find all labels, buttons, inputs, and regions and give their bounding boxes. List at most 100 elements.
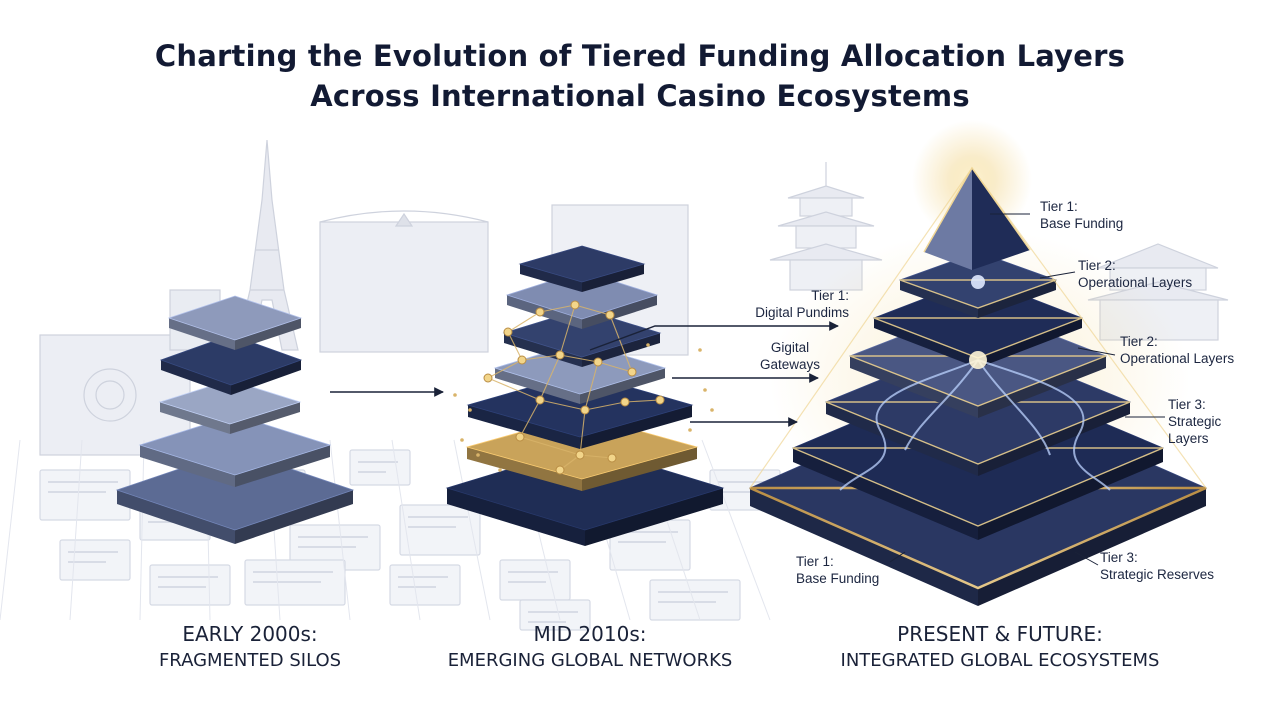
mid-gateways-line2: Gateways <box>759 357 821 372</box>
emerging-networks-stack <box>445 245 725 546</box>
network-link <box>609 314 633 373</box>
network-link <box>507 311 541 333</box>
mid-tier1-name: Digital Pundims <box>755 305 849 320</box>
energy-stream <box>977 359 1111 491</box>
grid-line <box>453 439 491 621</box>
background-dashboard-panels <box>0 439 781 631</box>
network-node <box>555 465 565 475</box>
network-spark <box>476 453 480 457</box>
dashboard-panel <box>499 559 571 601</box>
pyramid-top-name: Base Funding <box>1040 216 1124 231</box>
network-link <box>584 361 599 411</box>
network-node <box>627 367 637 377</box>
pyramid-ops-upper-label: Tier 2: Operational Layers <box>1078 257 1192 291</box>
pyramid-base-right-label: Tier 3: Strategic Reserves <box>1100 549 1214 583</box>
dashboard-panel <box>59 539 131 581</box>
dashboard-panel <box>39 469 131 521</box>
casino-hotel-icon <box>319 210 489 353</box>
network-link <box>539 399 586 411</box>
network-layer <box>493 341 667 404</box>
label-leader-lines <box>889 213 1165 566</box>
dashboard-panel <box>349 449 411 486</box>
energy-core <box>969 351 987 369</box>
grid-line <box>69 439 83 621</box>
network-node <box>515 432 525 442</box>
pyramid-base-right-name: Strategic Reserves <box>1100 567 1215 582</box>
mid-gateways-line1: Gigital <box>770 340 810 355</box>
fragmented-silos-stack <box>115 295 355 544</box>
pyramid-strategic-line2: Layers <box>1168 431 1209 446</box>
grid-line <box>139 439 145 621</box>
network-spark <box>703 388 707 392</box>
network-link <box>521 354 561 361</box>
pyramid-apex-left <box>924 168 972 270</box>
eiffel-tower-icon <box>235 139 299 351</box>
pyramid-base-left-name: Base Funding <box>796 571 880 586</box>
pyramid-strategic-tier: Tier 3: <box>1168 397 1206 412</box>
network-node <box>655 395 665 405</box>
network-link <box>597 361 633 373</box>
network-link <box>519 399 541 438</box>
network-node <box>555 350 565 360</box>
network-layer <box>518 245 646 292</box>
pyramid-edge-light <box>971 167 1207 489</box>
pyramid-ops-lower-tier: Tier 2: <box>1120 334 1158 349</box>
network-link <box>584 401 626 411</box>
network-spark <box>688 428 692 432</box>
network-link <box>519 436 581 456</box>
network-node <box>503 327 513 337</box>
network-node <box>575 450 585 460</box>
grid-line <box>701 439 771 621</box>
pyramid-base-left-tier: Tier 1: <box>796 554 834 569</box>
pyramid-ops-upper-tier: Tier 2: <box>1078 258 1116 273</box>
era-present-future: PRESENT & FUTURE: INTEGRATED GLOBAL ECOS… <box>800 620 1200 674</box>
network-link <box>487 377 541 401</box>
pyramid-strategic-label: Tier 3: Strategic Layers <box>1168 396 1221 447</box>
energy-stream <box>977 359 1051 456</box>
network-node <box>593 357 603 367</box>
network-link <box>539 354 561 401</box>
network-spark <box>698 348 702 352</box>
title-line-2: Across International Casino Ecosystems <box>310 79 970 113</box>
network-node <box>620 397 630 407</box>
title-line-1: Charting the Evolution of Tiered Funding… <box>154 39 1126 73</box>
arrow-tier1-pointer <box>589 321 839 351</box>
silo-layer <box>159 334 303 395</box>
network-link <box>579 409 586 456</box>
energy-stream <box>839 359 979 491</box>
mid-tier1-label: Tier 1: Digital Pundims <box>741 287 849 321</box>
network-link <box>559 304 576 356</box>
pyramid-strategic-line1: Strategic <box>1168 414 1222 429</box>
silo-layer <box>167 295 303 350</box>
energy-core-upper <box>971 275 985 289</box>
network-link <box>507 331 523 361</box>
pyramid-base-right-tier: Tier 3: <box>1100 550 1138 565</box>
network-node <box>483 373 493 383</box>
era-early-sub: FRAGMENTED SILOS <box>158 650 342 671</box>
network-node <box>535 395 545 405</box>
era-present-heading: PRESENT & FUTURE: <box>897 622 1103 646</box>
pyramid-ops-lower-name: Operational Layers <box>1120 351 1235 366</box>
pyramid-base-left-label: Tier 1: Base Funding <box>796 553 879 587</box>
energy-stream <box>904 359 979 451</box>
pyramid-apex-right <box>972 168 1030 270</box>
network-link <box>559 354 599 363</box>
pyramid-ops-lower-label: Tier 2: Operational Layers <box>1120 333 1234 367</box>
dashboard-panel <box>389 564 461 606</box>
grid-line <box>329 439 351 621</box>
era-present-sub: INTEGRATED GLOBAL ECOSYSTEMS <box>840 650 1160 671</box>
silo-layer <box>158 379 302 434</box>
network-layer <box>505 270 659 329</box>
era-early-2000s: EARLY 2000s: FRAGMENTED SILOS <box>80 620 420 674</box>
pyramid-top-label: Tier 1: Base Funding <box>1040 198 1123 232</box>
network-link <box>579 454 613 459</box>
network-link <box>487 359 523 379</box>
network-node <box>580 405 590 415</box>
network-link <box>624 399 661 403</box>
network-node <box>607 453 617 463</box>
network-layer <box>466 372 694 449</box>
pyramid-top-tier: Tier 1: <box>1040 199 1078 214</box>
network-connections <box>453 300 714 475</box>
mid-tier1-tier: Tier 1: <box>811 288 849 303</box>
